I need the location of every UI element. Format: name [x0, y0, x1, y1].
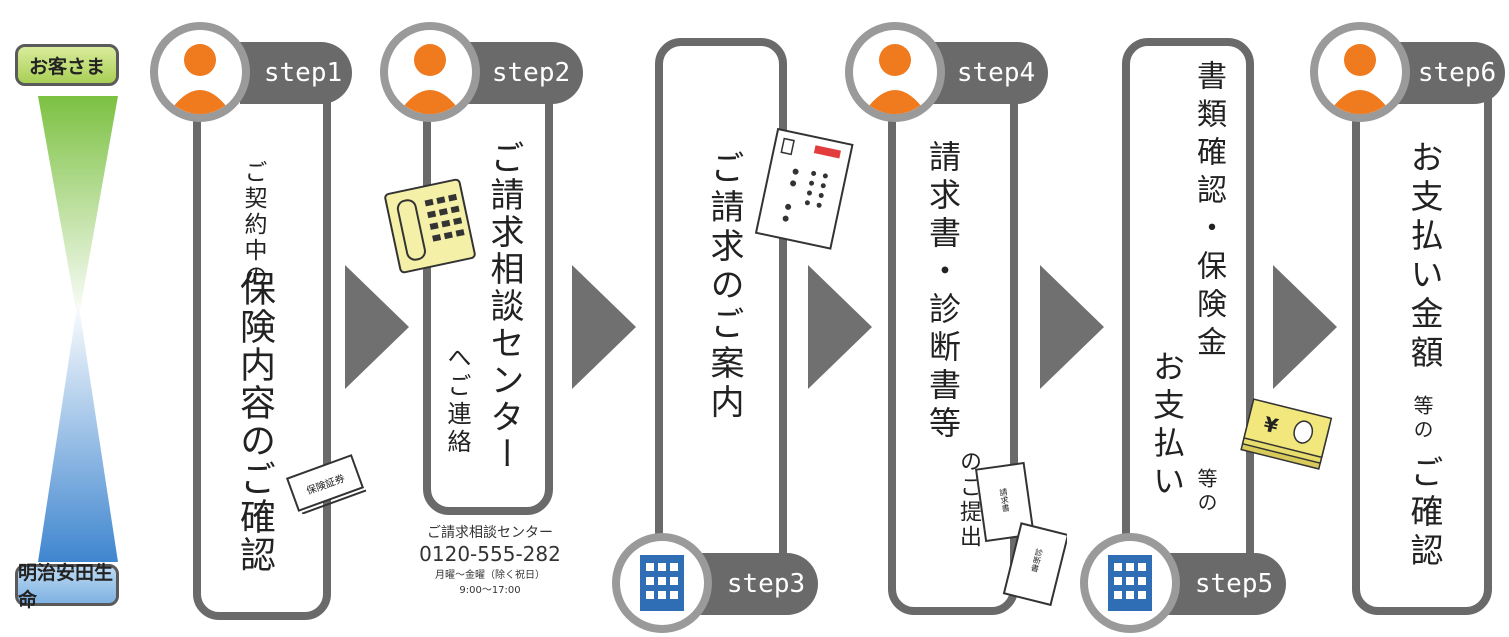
- company-role-label: 明治安田生命: [18, 562, 114, 611]
- step1-person-icon: [150, 22, 250, 122]
- step2-label: step2: [465, 42, 583, 104]
- contact-info: ご請求相談センター 0120-555-282 月曜～金曜（除く祝日） 9:00～…: [410, 522, 570, 596]
- step6-text-confirm: ご確認: [1405, 455, 1444, 572]
- step4-text-main: 請求書・診断書等: [924, 140, 962, 444]
- envelope-icon: [754, 127, 854, 250]
- contact-phone: 0120-555-282: [419, 542, 561, 566]
- step4-text-sub: のご提出: [956, 450, 981, 550]
- money-icon: ¥: [1240, 398, 1333, 470]
- customer-gradient-triangle: [38, 96, 118, 321]
- arrow-4-5: [1040, 265, 1104, 389]
- step2-card: [423, 60, 553, 515]
- claim-form-label: 請求書: [998, 487, 1011, 514]
- customer-role-badge: お客さま: [15, 44, 119, 86]
- step1-label: step1: [240, 42, 352, 104]
- step6-person-icon: [1310, 22, 1410, 122]
- yen-symbol: ¥: [1261, 412, 1280, 439]
- step6-text-main: お支払い金額: [1405, 140, 1444, 374]
- step1-text-small: ご契約中の: [240, 160, 266, 290]
- step3-label: step3: [700, 553, 818, 615]
- step1-text-main: 保険内容のご確認: [234, 270, 275, 574]
- telephone-icon: [384, 178, 476, 274]
- claim-documents-icon: 請求書 診断書: [975, 461, 1067, 607]
- step6-text-sub: 等の: [1410, 395, 1434, 443]
- arrow-2-3: [572, 265, 636, 389]
- arrow-3-4: [808, 265, 872, 389]
- step2-text-sub: へご連絡: [443, 345, 471, 457]
- step2-text-main: ご請求相談センター: [484, 140, 524, 473]
- step6-label: step6: [1395, 42, 1505, 104]
- step3-building-icon: [612, 533, 712, 633]
- step2-person-icon: [380, 22, 480, 122]
- company-role-badge: 明治安田生命: [15, 562, 119, 611]
- step3-text-main: ご請求のご案内: [704, 150, 744, 423]
- step4-label: step4: [930, 42, 1048, 104]
- step5-label: step5: [1168, 553, 1286, 615]
- customer-role-label: お客さま: [28, 55, 105, 78]
- step4-card: [888, 60, 1018, 615]
- step5-building-icon: [1080, 533, 1180, 633]
- step5-text-payment: お支払い: [1148, 350, 1186, 502]
- step5-text-sub: 等の: [1194, 468, 1218, 516]
- step3-card: [655, 38, 787, 578]
- arrow-1-2: [345, 265, 409, 389]
- insurance-policy-icon: 保険証券: [285, 454, 367, 514]
- company-gradient-triangle: [38, 300, 118, 562]
- step4-person-icon: [845, 22, 945, 122]
- contact-time: 9:00～17:00: [459, 585, 521, 596]
- contact-days: 月曜～金曜（除く祝日）: [435, 570, 545, 581]
- step1-card: [193, 60, 331, 620]
- contact-title: ご請求相談センター: [427, 525, 553, 541]
- arrow-5-6: [1273, 265, 1337, 389]
- step6-card: [1352, 60, 1492, 615]
- step5-text-main: 書類確認・保険金: [1191, 60, 1226, 364]
